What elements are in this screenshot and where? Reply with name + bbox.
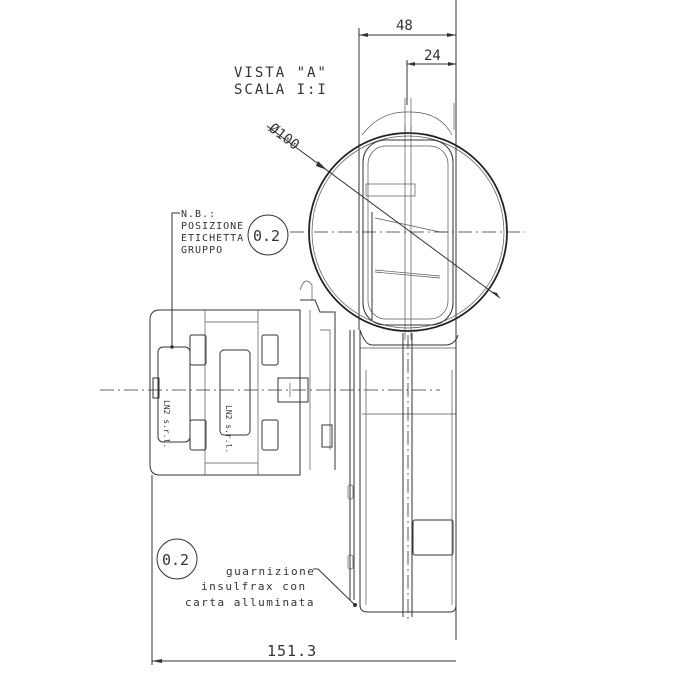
balloon-upper-text: 0.2	[253, 227, 280, 245]
lower-housing	[347, 0, 459, 640]
balloon-upper: 0.2	[247, 214, 289, 256]
svg-text:guarnizione: guarnizione	[226, 565, 315, 578]
dimension-diameter: Ø100	[266, 120, 501, 299]
diameter-text: Ø100	[266, 120, 303, 153]
svg-text:insulfrax con: insulfrax con	[201, 580, 307, 593]
svg-text:GRUPPO: GRUPPO	[181, 245, 223, 256]
outlet-circle	[308, 126, 508, 340]
svg-text:N.B.:: N.B.:	[181, 209, 216, 220]
svg-text:carta alluminata: carta alluminata	[185, 596, 315, 609]
view-title: VISTA "A"	[234, 65, 328, 81]
dim-151-3-text: 151.3	[267, 642, 317, 660]
scale-label: SCALA I:I	[234, 82, 328, 98]
note-label-position: N.B.: POSIZIONE ETICHETTA GRUPPO	[170, 209, 244, 349]
balloon-lower-text: 0.2	[162, 551, 189, 569]
motor-label-2: LN2 s.r.l.	[224, 405, 233, 453]
note-gasket: guarnizione insulfrax con carta allumina…	[185, 565, 357, 609]
dim-24-text: 24	[424, 48, 441, 64]
motor-body: LN2 s.r.l. LN2 s.r.l.	[149, 280, 336, 476]
motor-label-1: LN2 s.r.l.	[162, 400, 171, 448]
balloon-lower: 0.2	[156, 538, 198, 580]
dim-48-text: 48	[396, 18, 413, 34]
dimension-24: 24	[406, 48, 456, 105]
dimension-151-3: 151.3	[151, 475, 456, 665]
svg-text:ETICHETTA: ETICHETTA	[181, 233, 244, 244]
svg-text:POSIZIONE: POSIZIONE	[181, 221, 244, 232]
